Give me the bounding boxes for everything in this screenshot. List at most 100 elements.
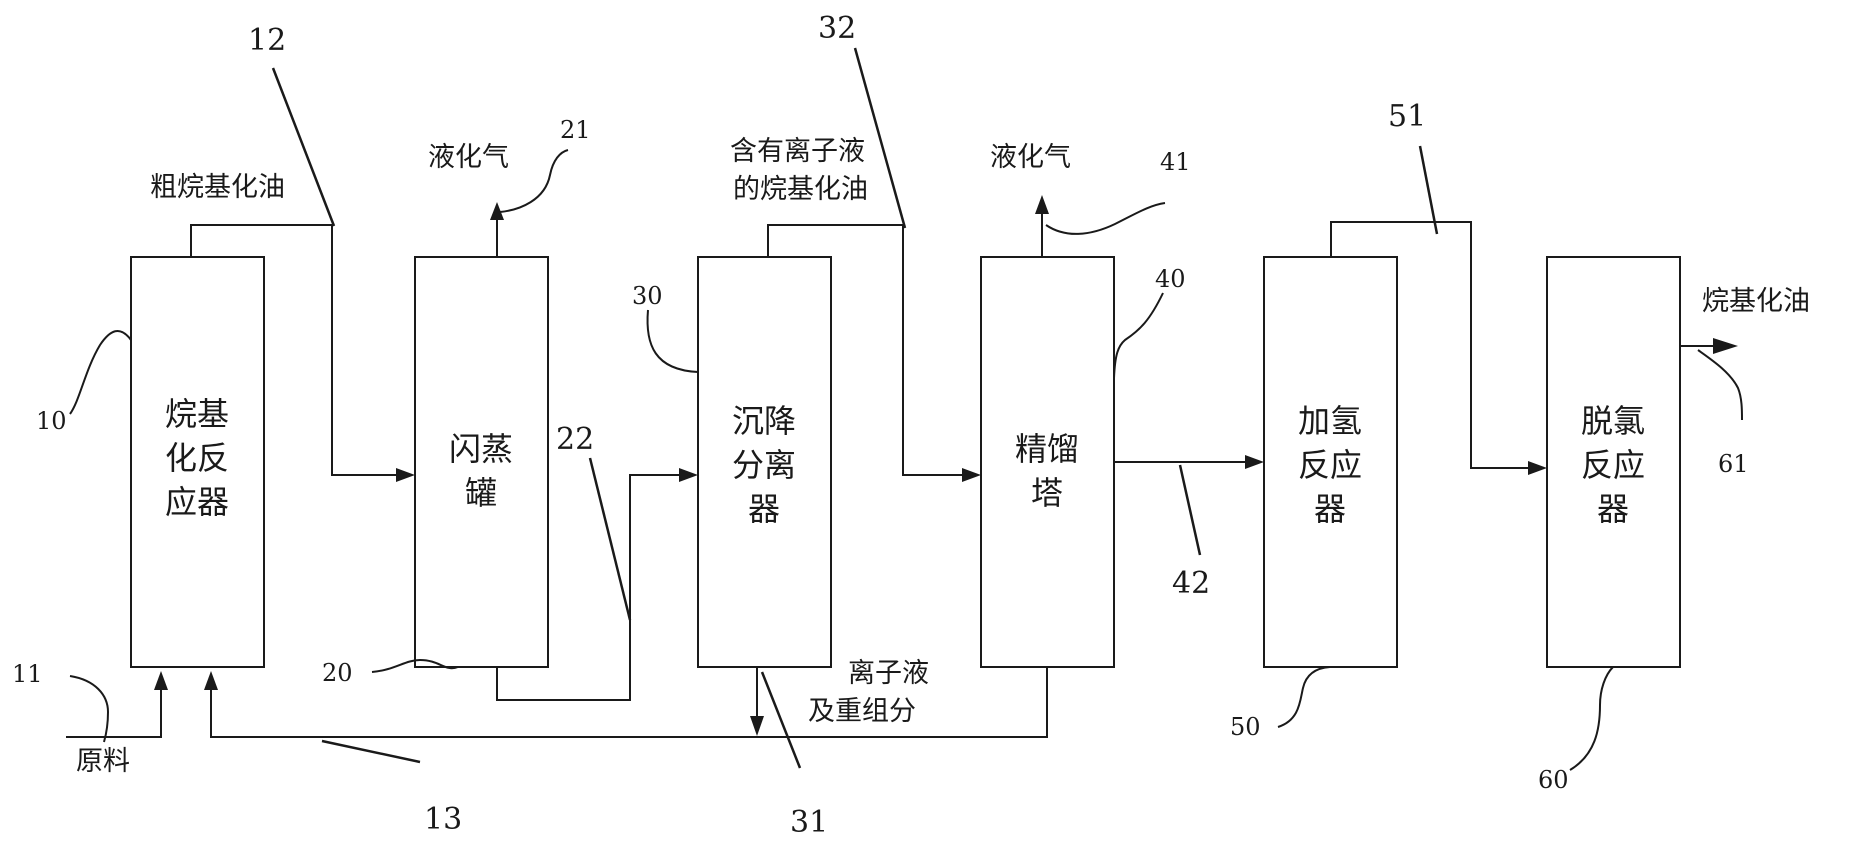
label-20: 20	[322, 659, 353, 687]
leader-20	[371, 658, 459, 673]
unit-dechlorination-reactor: 脱氯 反应 器	[1546, 256, 1681, 668]
stream-22-arrow	[679, 468, 698, 482]
hydrogenation-reactor-box	[1263, 256, 1398, 668]
stream-21-number: 21	[560, 116, 591, 144]
stream-41: 液化气 41	[990, 142, 1191, 257]
settling-separator-name-2: 分离	[732, 446, 796, 484]
stream-12-label: 粗烷基化油	[150, 172, 285, 203]
settling-separator-name-1: 沉降	[732, 402, 796, 440]
stream-32-label-1: 含有离子液	[730, 136, 865, 167]
stream-11-leader	[69, 675, 110, 743]
stream-13-line	[210, 667, 1048, 738]
stream-51-arrow	[1528, 461, 1547, 475]
unit-alkylation-reactor: 烷基 化反 应器	[130, 256, 265, 668]
rectification-column-name-1: 精馏	[1015, 430, 1079, 468]
stream-22: 22	[496, 422, 698, 701]
stream-61-arrow	[1713, 338, 1738, 354]
alkylation-reactor-name-1: 烷基	[165, 395, 229, 433]
stream-22-number: 22	[556, 422, 594, 457]
stream-22-leader	[588, 457, 632, 621]
unit-flash-tank: 闪蒸 罐	[414, 256, 549, 668]
label-50: 50	[1230, 713, 1261, 741]
stream-31-label-2: 及重组分	[808, 696, 916, 727]
unit-settling-separator: 沉降 分离 器	[697, 256, 832, 668]
rectification-column-name-2: 塔	[1031, 474, 1063, 512]
stream-13-leader	[321, 739, 421, 764]
stream-12-leader	[271, 67, 336, 227]
stream-41-leader	[1045, 202, 1166, 235]
stream-41-arrow	[1035, 195, 1049, 214]
stream-11-line	[66, 686, 162, 738]
stream-31-number: 31	[790, 805, 828, 840]
stream-32-label-2: 的烷基化油	[733, 174, 868, 205]
leader-10	[69, 330, 132, 415]
stream-61-leader	[1697, 349, 1743, 421]
hydrogenation-reactor-name-1: 加氢	[1298, 402, 1362, 440]
leader-30	[646, 309, 699, 373]
hydrogenation-reactor-name-2: 反应	[1298, 446, 1362, 484]
stream-12-line	[190, 224, 396, 476]
stream-32-leader	[853, 47, 907, 229]
settling-separator-box	[697, 256, 832, 668]
leader-40	[1113, 292, 1164, 379]
stream-31-label-1: 离子液	[848, 658, 929, 689]
stream-21-leader	[499, 149, 569, 213]
leader-60	[1569, 666, 1614, 771]
stream-31: 离子液 及重组分 31	[750, 658, 929, 840]
unit-number-labels: 10 20 30 40 50 60	[36, 265, 1614, 794]
label-40: 40	[1155, 265, 1186, 293]
dechlorination-reactor-name-1: 脱氯	[1581, 402, 1645, 440]
leader-50	[1277, 666, 1331, 728]
stream-31-leader	[760, 671, 802, 769]
stream-51-leader	[1418, 145, 1439, 235]
stream-21: 液化气 21	[428, 116, 591, 257]
settling-separator-name-3: 器	[748, 490, 780, 528]
stream-12: 粗烷基化油 12	[150, 23, 415, 482]
alkylation-reactor-name-2: 化反	[165, 439, 229, 477]
stream-11-number: 11	[12, 660, 43, 688]
stream-51-line	[1330, 221, 1529, 469]
stream-22-line	[496, 474, 680, 701]
stream-32-arrow	[962, 468, 981, 482]
stream-32: 含有离子液 的烷基化油 32	[730, 11, 981, 482]
stream-12-arrow	[396, 468, 415, 482]
unit-rectification-column: 精馏 塔	[980, 256, 1115, 668]
stream-11: 原料 11	[12, 660, 168, 777]
label-60: 60	[1538, 766, 1569, 794]
stream-61-number: 61	[1718, 450, 1749, 478]
flash-tank-name-1: 闪蒸	[449, 430, 513, 468]
stream-61-label: 烷基化油	[1702, 286, 1810, 317]
flash-tank-name-2: 罐	[465, 474, 497, 512]
stream-51: 51	[1330, 99, 1547, 475]
dechlorination-reactor-name-3: 器	[1597, 490, 1629, 528]
stream-32-number: 32	[818, 11, 856, 46]
unit-hydrogenation-reactor: 加氢 反应 器	[1263, 256, 1398, 668]
stream-12-number: 12	[248, 23, 286, 58]
stream-13-number: 13	[424, 802, 462, 837]
stream-41-label: 液化气	[990, 142, 1071, 173]
stream-42-leader	[1178, 464, 1202, 556]
stream-21-label: 液化气	[428, 142, 509, 173]
stream-31-arrow	[750, 716, 764, 736]
stream-13: 13	[204, 667, 1048, 837]
stream-11-arrow	[154, 671, 168, 690]
stream-42: 42	[1114, 455, 1264, 601]
stream-41-number: 41	[1160, 148, 1191, 176]
stream-11-label: 原料	[76, 746, 130, 777]
alkylation-reactor-name-3: 应器	[165, 483, 229, 521]
stream-21-arrow	[490, 202, 504, 220]
label-10: 10	[36, 407, 67, 435]
stream-42-arrow	[1245, 455, 1264, 469]
rectification-column-box	[980, 256, 1115, 668]
flash-tank-box	[414, 256, 549, 668]
stream-42-number: 42	[1172, 566, 1210, 601]
stream-13-arrow	[204, 671, 218, 690]
dechlorination-reactor-box	[1546, 256, 1681, 668]
alkylation-reactor-box	[130, 256, 265, 668]
dechlorination-reactor-name-2: 反应	[1581, 446, 1645, 484]
hydrogenation-reactor-name-3: 器	[1314, 490, 1346, 528]
stream-61: 烷基化油 61	[1680, 286, 1810, 478]
stream-51-number: 51	[1388, 99, 1426, 134]
label-30: 30	[632, 282, 663, 310]
